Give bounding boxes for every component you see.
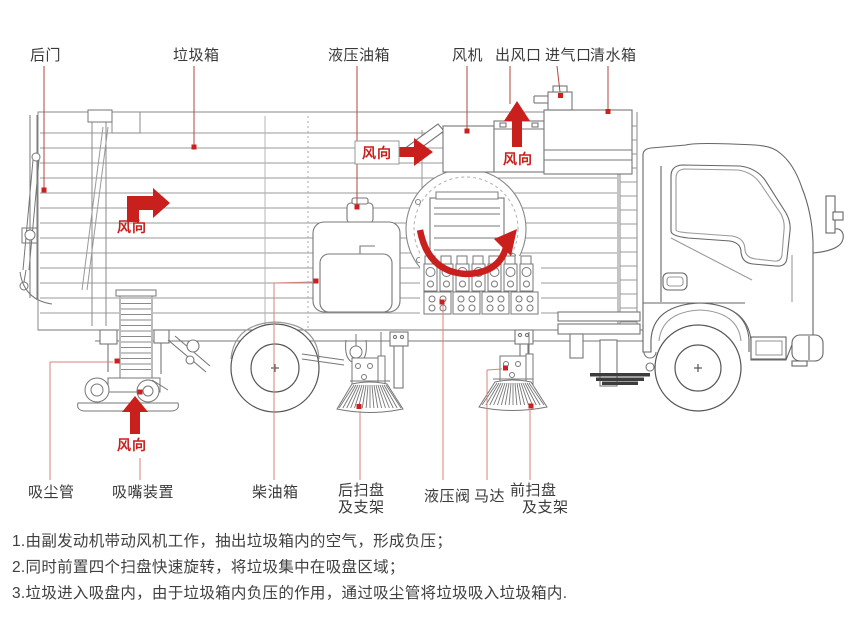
- fan-arc-arrowhead: [494, 229, 517, 256]
- label-rear-sweep-2: 及支架: [338, 499, 385, 516]
- label-fan: 风机: [452, 47, 483, 64]
- label-air-outlet: 出风口: [495, 47, 542, 64]
- fan-housing-and-tanks: [403, 85, 633, 175]
- label-air-inlet: 进气口: [545, 47, 592, 64]
- rear-sweep-disc: [301, 332, 404, 413]
- explanation-notes: 1.由副发动机带动风机工作，抽出垃圾箱内的空气，形成负压； 2.同时前置四个扫盘…: [12, 532, 567, 602]
- suction-pipe: [115, 289, 157, 378]
- label-nozzle: 吸嘴装置: [112, 484, 174, 501]
- water-tank-box: [543, 109, 633, 175]
- fan-rotation-arc: [416, 229, 511, 278]
- note-line-3: 3.垃圾进入吸盘内，由于垃圾箱内负压的作用，通过吸尘管将垃圾吸入垃圾箱内.: [12, 583, 567, 602]
- wind-label-box: [354, 140, 400, 165]
- part-labels: 后门 垃圾箱 液压油箱 风机 出风口 进气口 清水箱 吸尘管 吸嘴装置 柴油箱 …: [28, 47, 637, 516]
- front-brush-bristles: [481, 382, 545, 406]
- note-line-1: 1.由副发动机带动风机工作，抽出垃圾箱内的空气，形成负压；: [12, 532, 452, 550]
- wind-label-outlet: 风向: [503, 151, 533, 167]
- front-wheel: [654, 324, 742, 412]
- leader-lines-top: [43, 65, 609, 205]
- label-water-tank: 清水箱: [590, 47, 637, 64]
- label-rear-sweep-1: 后扫盘: [338, 481, 385, 499]
- leader-markers: [41, 93, 611, 409]
- label-suction-pipe: 吸尘管: [28, 484, 75, 501]
- rear-wheel: [230, 321, 320, 413]
- right-arrow: [391, 138, 433, 166]
- label-diesel-tank: 柴油箱: [252, 484, 299, 501]
- label-rear-door: 后门: [30, 47, 61, 64]
- pipe-ribs: [121, 297, 151, 370]
- note-line-2: 2.同时前置四个扫盘快速旋转，将垃圾集中在吸盘区域；: [12, 557, 405, 576]
- leader-lines-bottom: [49, 281, 531, 480]
- hydraulic-oil-tank: [312, 197, 401, 313]
- side-mirror: [812, 195, 844, 254]
- label-valve: 液压阀: [424, 488, 471, 505]
- label-motor: 马达: [474, 488, 505, 505]
- front-bumper: [791, 334, 824, 362]
- front-sweep-disc: [478, 332, 548, 411]
- airflow-arrows: [122, 101, 530, 434]
- label-front-sweep-2: 及支架: [522, 499, 569, 516]
- wind-label-rear: 风向: [117, 219, 147, 235]
- rear-brush-bristles: [338, 384, 402, 409]
- up-arrow-nozzle: [122, 396, 148, 434]
- door-handle: [662, 272, 688, 291]
- label-front-sweep-1: 前扫盘: [510, 481, 557, 499]
- rear-door-mechanism: [19, 109, 113, 305]
- up-arrow-outlet: [504, 101, 530, 147]
- wind-label-nozzle: 风向: [117, 437, 147, 453]
- fan-housing-box: [442, 125, 495, 173]
- elbow-arrow: [127, 188, 170, 222]
- wind-label-fan: 风向: [362, 145, 392, 161]
- wind-direction-labels: 风向 风向 风向 风向: [117, 145, 533, 453]
- leaf-spring: [590, 373, 650, 385]
- label-oil-tank: 液压油箱: [328, 47, 390, 64]
- label-garbage-box: 垃圾箱: [173, 47, 220, 64]
